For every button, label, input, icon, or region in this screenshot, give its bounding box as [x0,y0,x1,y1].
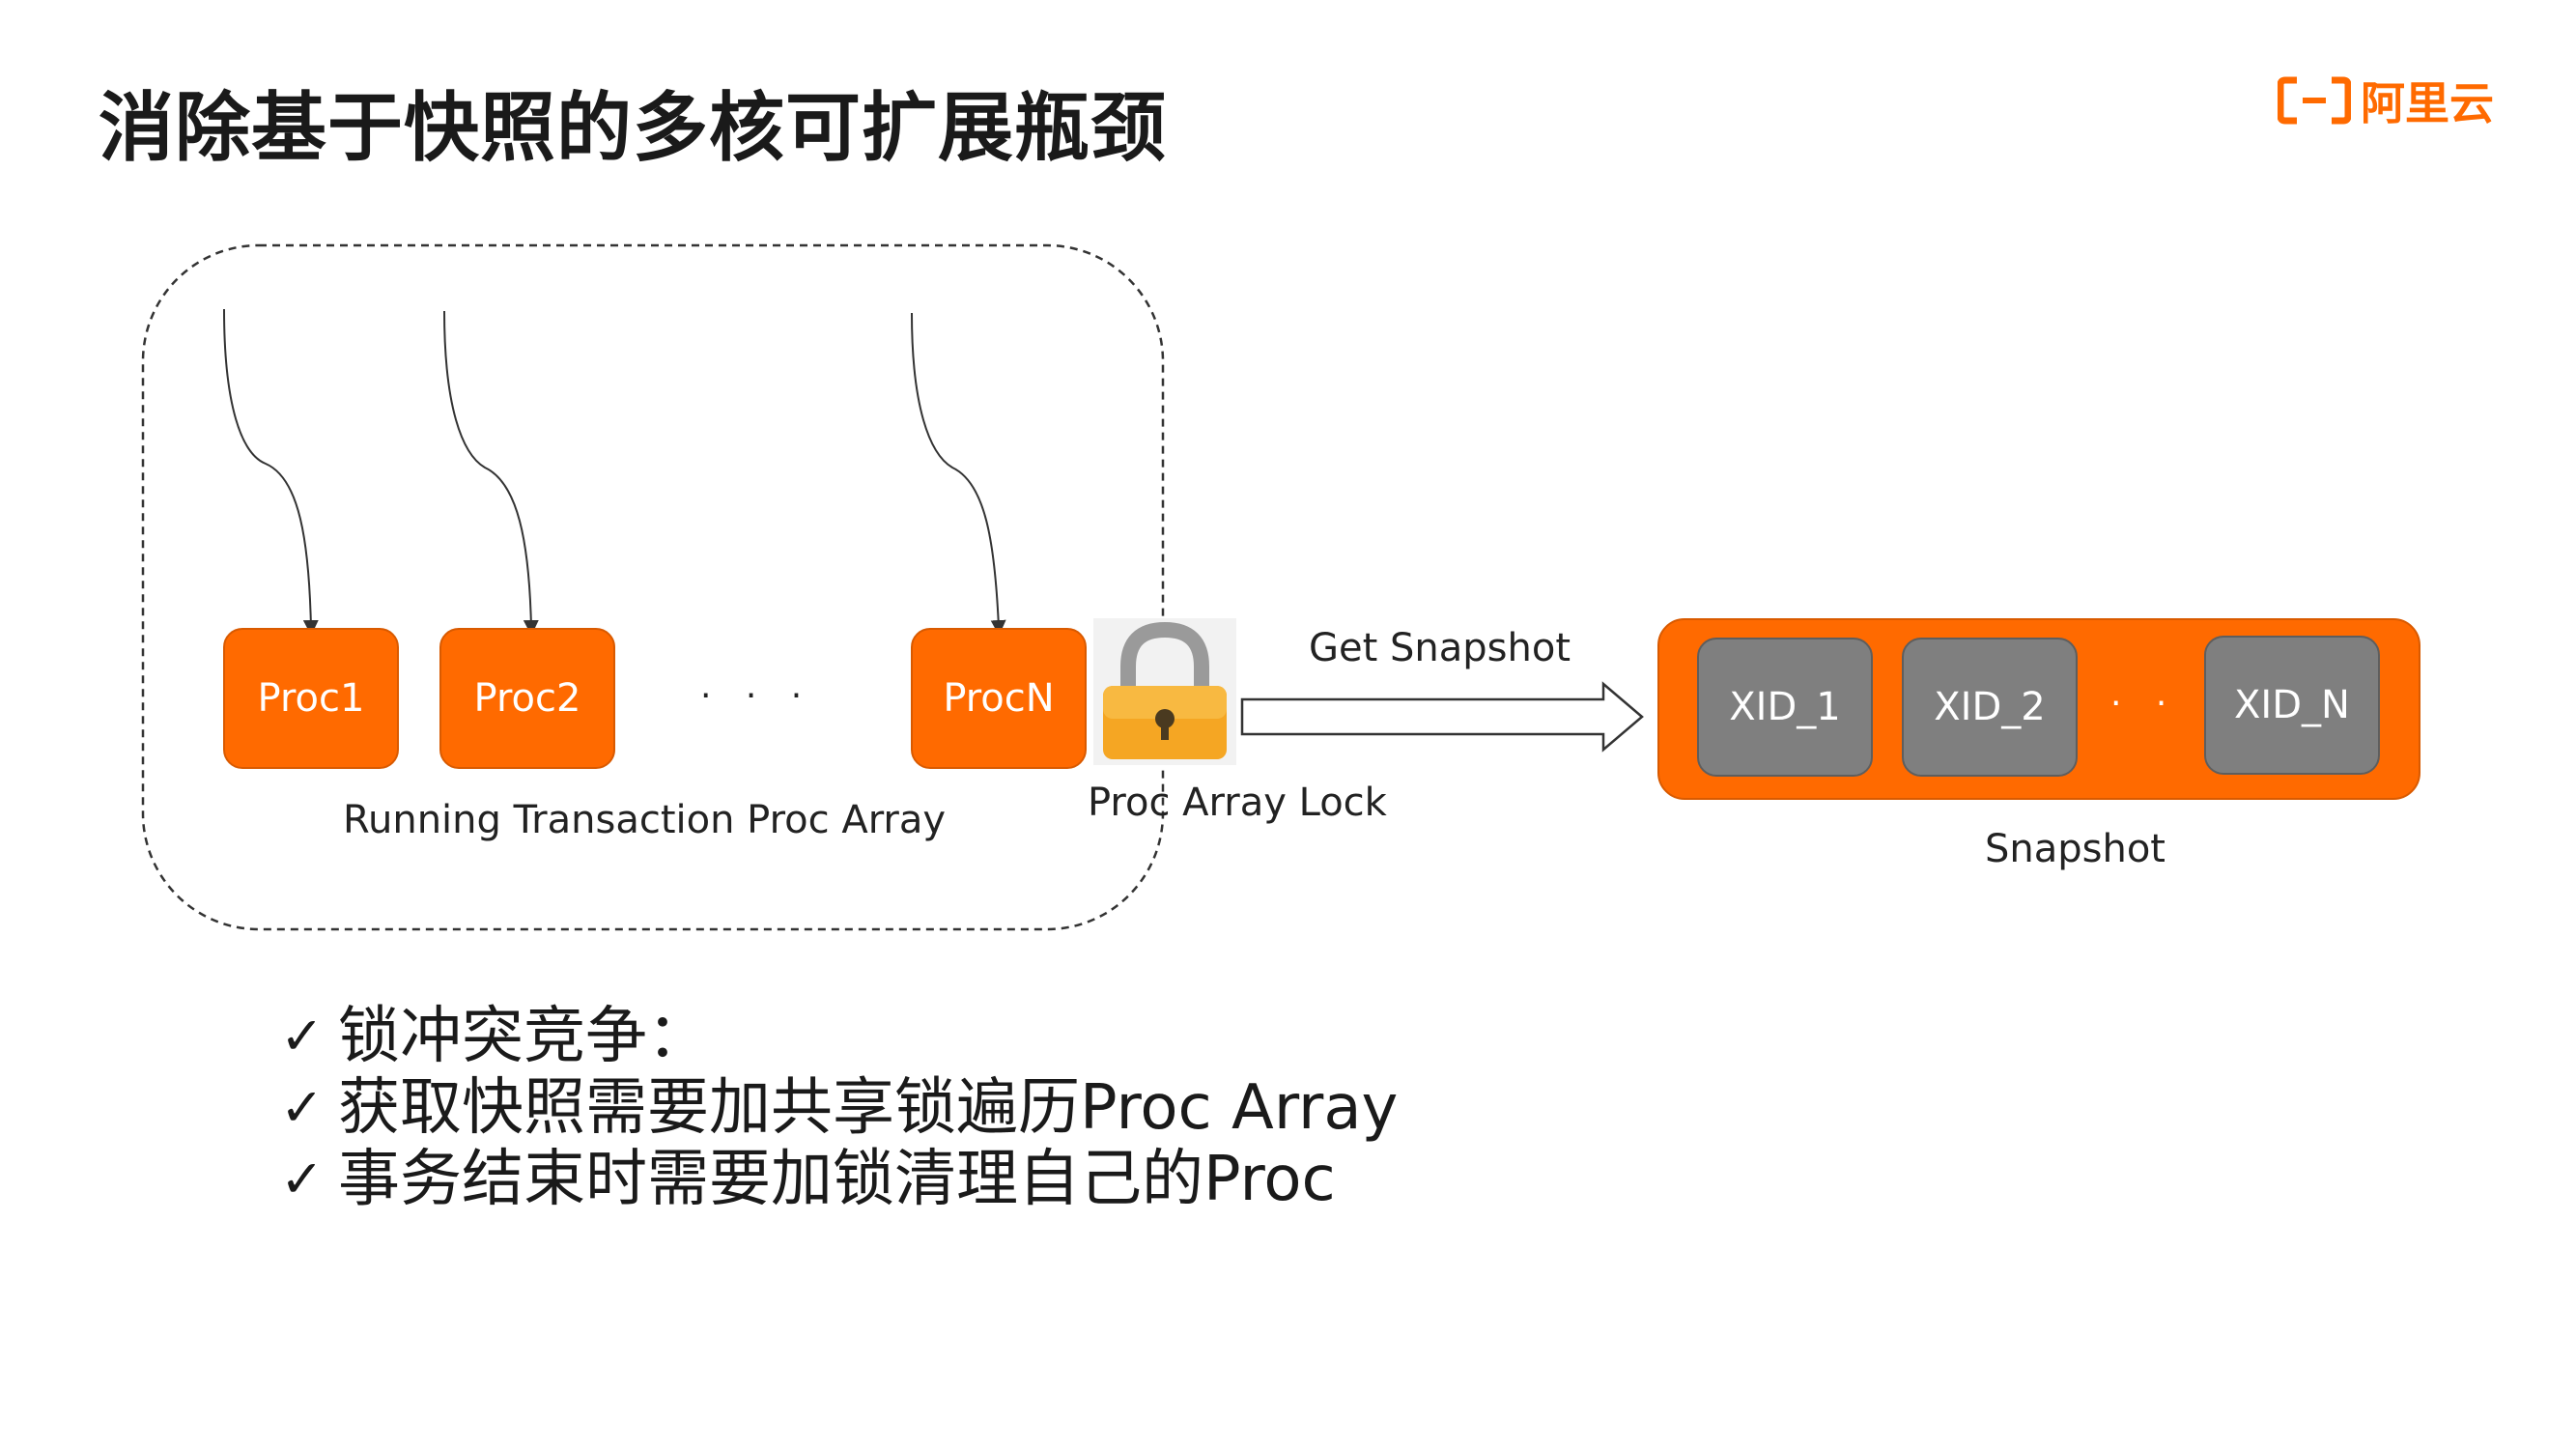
checkmark-icon: ✓ [280,1149,325,1209]
alibaba-cloud-logo-icon [2278,76,2351,125]
logo-text: 阿里云 [2361,77,2494,129]
get-snapshot-arrow [1240,681,1644,753]
checkmark-icon: ✓ [280,1006,325,1066]
proc-ellipsis: · · · [700,676,814,716]
slide-title: 消除基于快照的多核可扩展瓶颈 [99,85,1168,172]
lock-label: Proc Array Lock [1088,781,1387,825]
bullet-text: 锁冲突竞争： [338,1001,709,1072]
get-snapshot-label: Get Snapshot [1309,626,1571,670]
proc-array-label: Running Transaction Proc Array [343,798,947,842]
bullet-item: ✓ 获取快照需要加共享锁遍历Proc Array [280,1072,1398,1144]
transaction-arrow-1 [223,308,319,636]
proc-box-1: Proc1 [223,628,399,769]
xid-box-2: XID_2 [1902,638,2078,777]
checkmark-icon: ✓ [280,1077,325,1138]
xid-box-1: XID_1 [1697,638,1873,777]
proc-box-2: Proc2 [439,628,615,769]
bullet-list: ✓ 锁冲突竞争： ✓ 获取快照需要加共享锁遍历Proc Array ✓ 事务结束… [280,1001,1398,1215]
padlock-icon [1093,618,1236,765]
bullet-item: ✓ 锁冲突竞争： [280,1001,1398,1072]
bullet-text: 获取快照需要加共享锁遍历Proc Array [338,1072,1399,1144]
proc-box-n: ProcN [911,628,1087,769]
proc-array-container [141,243,1165,931]
transaction-arrow-2 [443,310,539,636]
bullet-item: ✓ 事务结束时需要加锁清理自己的Proc [280,1144,1398,1215]
xid-box-n: XID_N [2204,636,2380,775]
snapshot-label: Snapshot [1985,827,2166,871]
xid-ellipsis: · · · [2110,684,2224,724]
bullet-text: 事务结束时需要加锁清理自己的Proc [338,1144,1336,1215]
alibaba-cloud-logo: 阿里云 [2278,71,2494,129]
transaction-arrow-n [911,312,1006,636]
